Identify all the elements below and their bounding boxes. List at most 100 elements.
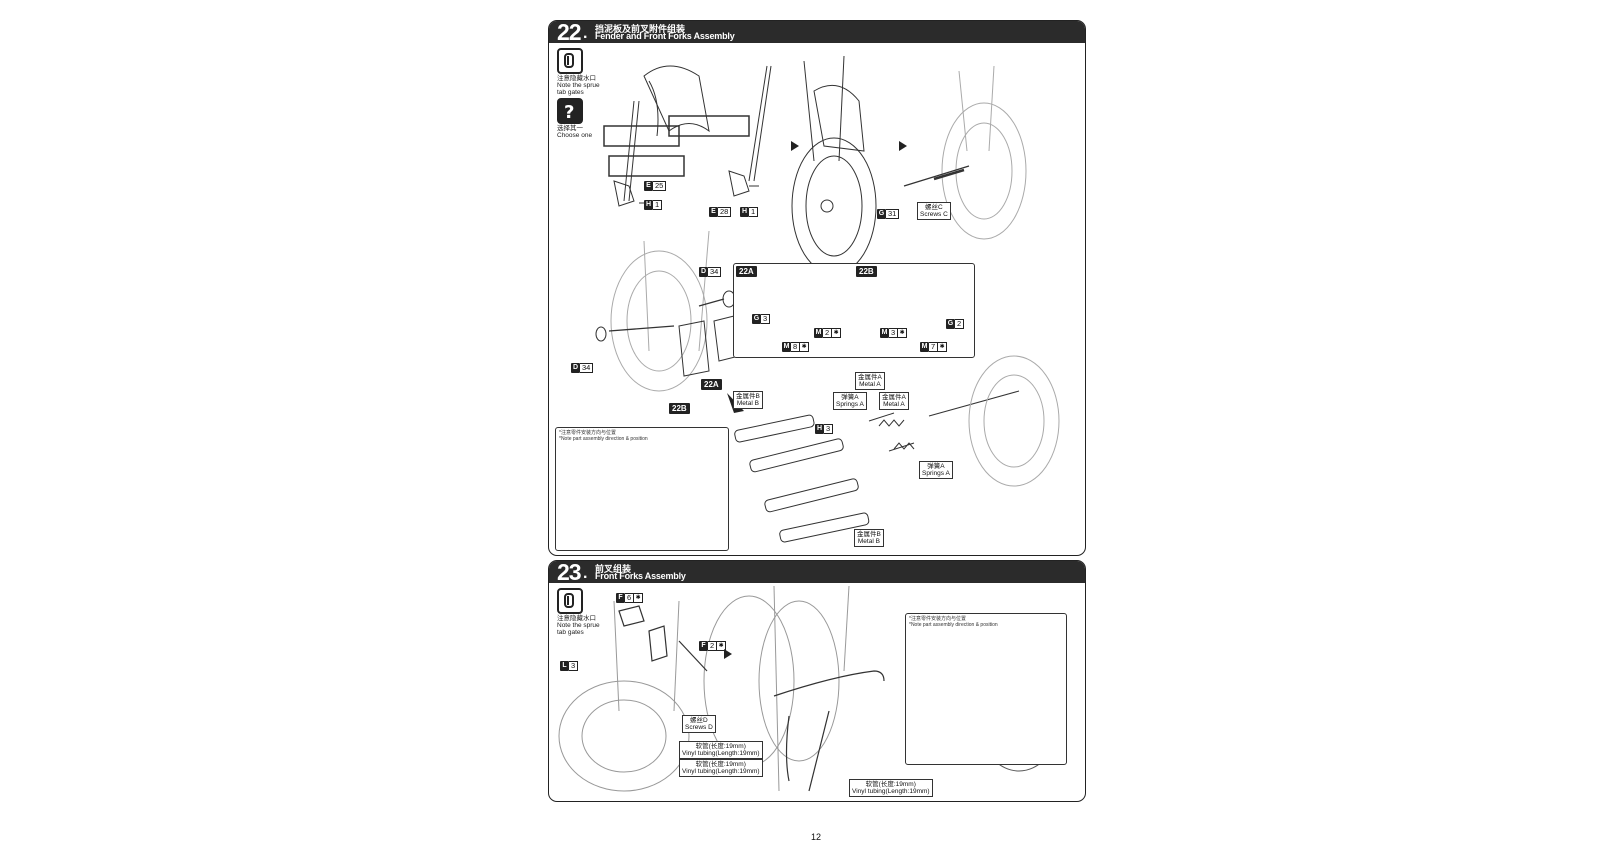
step-23-panel: 23 . 前叉组装 Front Forks Assembly 注意隐藏水口 No… <box>548 560 1086 802</box>
tag-letter: E <box>644 181 653 191</box>
label-metal-a-en: Metal A <box>859 381 881 388</box>
label-tubing-en: Vinyl tubing(Length:19mm) <box>852 788 930 795</box>
step-22-header: 22 . 挡泥板及前叉附件组装 Fender and Front Forks A… <box>549 20 1085 45</box>
label-tubing-cn: 软管(长度:19mm) <box>865 781 916 788</box>
tag-number: 25 <box>653 181 667 191</box>
tag-number: 3 <box>889 328 899 338</box>
tag-number: 34 <box>580 363 594 373</box>
tag-number: 8 <box>791 342 801 352</box>
assembly-direction-note: *注意零件安装方向与位置 *Note part assembly directi… <box>559 430 648 442</box>
label-screws-d-en: Screws D <box>685 724 713 731</box>
label-metal-b-en: Metal B <box>736 400 759 407</box>
tag-letter: M <box>880 328 889 338</box>
label-springs-a-en: Springs A <box>836 401 864 408</box>
tag-letter: M <box>782 342 791 352</box>
option-label-22a: 22A <box>736 266 757 277</box>
label-metal-b-cn: 金属件B <box>736 393 760 400</box>
label-screws-c-en: Screws C <box>920 211 948 218</box>
step-23-number: 23 <box>557 560 582 585</box>
label-vinyl-tubing-b: 软管(长度:19mm)Vinyl tubing(Length:19mm) <box>679 759 763 777</box>
note-choose-en: Choose one <box>557 132 593 139</box>
note-sprue-text-23: 注意隐藏水口 Note the sprue tab gates <box>557 615 600 636</box>
step-22-number: 22 <box>557 20 582 45</box>
tag-number: 1 <box>749 207 759 217</box>
step-22-panel: 22 . 挡泥板及前叉附件组装 Fender and Front Forks A… <box>548 20 1086 556</box>
label-springs-a-cn: 弹簧A <box>841 394 859 401</box>
label-screws-d-cn: 螺丝D <box>690 717 708 724</box>
step-23-dot: . <box>583 565 588 582</box>
label-metal-a-en: Metal A <box>883 401 905 408</box>
note-choose-text: 选择其一 Choose one <box>557 125 592 139</box>
note-sprue-cn: 注意隐藏水口 <box>557 75 596 82</box>
tag-number: 28 <box>718 207 732 217</box>
svg-text:?: ? <box>564 102 574 122</box>
manual-page: 22 . 挡泥板及前叉附件组装 Fender and Front Forks A… <box>548 20 1086 842</box>
optional-mark-icon: ✱ <box>938 342 948 352</box>
label-springs-a-en: Springs A <box>922 470 950 477</box>
assembly-direction-note-cn: *注意零件安装方向与位置 <box>559 430 616 436</box>
tag-number: 3 <box>824 424 834 434</box>
tag-number: 7 <box>929 342 939 352</box>
optional-mark-icon: ✱ <box>800 342 810 352</box>
assembly-direction-note-en: *Note part assembly direction & position <box>559 436 648 442</box>
note-sprue-en2: tab gates <box>557 89 584 96</box>
tag-number: 2 <box>955 319 965 329</box>
tag-letter: G <box>946 319 955 329</box>
assembly-direction-note-cn: *注意零件安装方向与位置 <box>909 616 966 622</box>
sprue-gate-icon <box>557 48 583 74</box>
assembly-direction-note-box: *注意零件安装方向与位置 *Note part assembly directi… <box>555 427 729 551</box>
optional-mark-icon: ✱ <box>634 593 644 603</box>
tag-letter: M <box>814 328 823 338</box>
optional-mark-icon: ✱ <box>717 641 727 651</box>
label-screws-c-cn: 螺丝C <box>925 204 943 211</box>
label-metal-b-cn: 金属件B <box>857 531 881 538</box>
tag-letter: F <box>616 593 625 603</box>
label-tubing-cn: 软管(长度:19mm) <box>695 743 746 750</box>
step-22-title-cn: 挡泥板及前叉附件组装 <box>595 24 686 34</box>
tag-number: 6 <box>625 593 635 603</box>
tag-letter: G <box>877 209 886 219</box>
label-tubing-cn: 软管(长度:19mm) <box>695 761 746 768</box>
option-tag-22b: 22B <box>669 403 690 414</box>
label-vinyl-tubing-a: 软管(长度:19mm)Vinyl tubing(Length:19mm) <box>679 741 763 759</box>
step-23-header: 23 . 前叉组装 Front Forks Assembly <box>549 560 1085 585</box>
step-23-title-cn: 前叉组装 <box>595 564 632 574</box>
tag-number: 31 <box>886 209 900 219</box>
note-sprue-en2: tab gates <box>557 629 584 636</box>
assembly-direction-note: *注意零件安装方向与位置 *Note part assembly directi… <box>909 616 998 628</box>
label-tubing-en: Vinyl tubing(Length:19mm) <box>682 750 760 757</box>
label-springs-a-cn: 弹簧A <box>927 463 945 470</box>
note-sprue-text: 注意隐藏水口 Note the sprue tab gates <box>557 75 600 96</box>
optional-mark-icon: ✱ <box>898 328 908 338</box>
step-23-title-en: Front Forks Assembly <box>595 571 686 581</box>
assembly-direction-note-en: *Note part assembly direction & position <box>909 622 998 628</box>
note-sprue-cn: 注意隐藏水口 <box>557 615 596 622</box>
tag-letter: D <box>571 363 580 373</box>
tag-number: 2 <box>708 641 718 651</box>
note-sprue-en1: Note the sprue <box>557 82 600 89</box>
label-metal-a-cn: 金属件A <box>858 374 882 381</box>
tag-letter: F <box>699 641 708 651</box>
tag-letter: M <box>920 342 929 352</box>
step-22-dot: . <box>583 25 588 42</box>
assembly-direction-note-box-23: *注意零件安装方向与位置 *Note part assembly directi… <box>905 613 1067 765</box>
